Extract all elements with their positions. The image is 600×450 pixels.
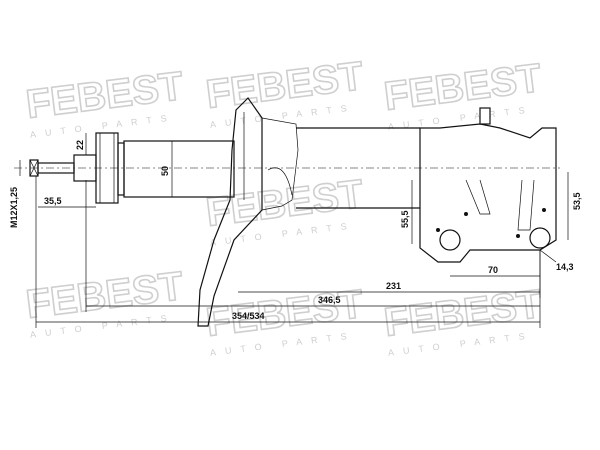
dim-50-label: 50 [160,166,170,176]
dim-14-3: 14,3 [539,249,574,272]
dim-35-5: 35,5 [38,196,96,208]
dim-50: 50 [160,141,173,197]
spring-seat [197,97,299,327]
watermark-group: FEBEST AUTO PARTS FEBEST AUTO PARTS FEBE… [23,53,545,358]
strut-body [296,107,557,263]
piston-rod [123,140,235,198]
dim-70: 70 [450,265,540,277]
dim-thread: M12X1,25 [9,160,21,228]
dim-14-3-label: 14,3 [556,262,574,272]
dim-346-5-label: 346,5 [318,295,341,305]
dim-22: 22 [75,133,87,155]
top-mount [95,132,125,204]
dim-55-5-label: 55,5 [400,210,410,228]
dim-22-label: 22 [75,140,85,150]
dim-55-5: 55,5 [400,180,413,244]
dim-346-5: 346,5 [85,180,540,312]
dim-354-534: 354/534 [35,176,541,328]
dim-231-label: 231 [386,281,401,291]
dim-thread-label: M12X1,25 [9,187,19,228]
dim-53-5-label: 53,5 [572,192,582,210]
dim-70-label: 70 [488,265,498,275]
dim-35-5-label: 35,5 [44,196,62,206]
dim-53-5: 53,5 [567,172,582,240]
dim-354-534-label: 354/534 [232,311,265,321]
